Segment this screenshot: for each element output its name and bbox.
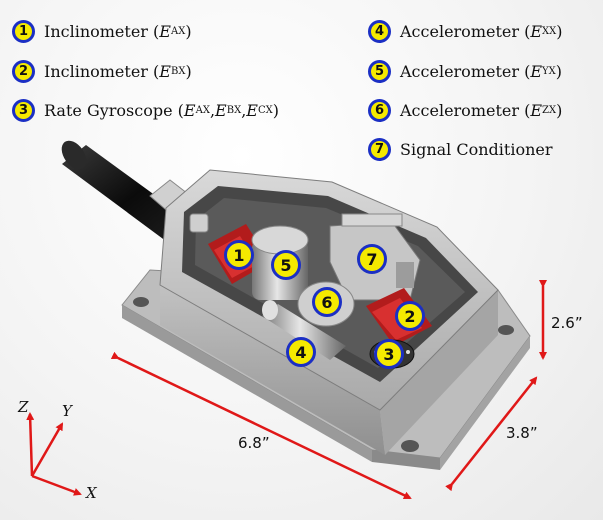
legend-open-paren: ( bbox=[177, 101, 184, 120]
legend-close-paren: ) bbox=[272, 101, 279, 120]
legend-open-paren: ( bbox=[524, 62, 531, 81]
length-label: 6.8” bbox=[238, 434, 270, 452]
variable-symbol: E bbox=[530, 22, 543, 41]
accelerometer-x-cylinder bbox=[262, 300, 346, 360]
variable-subscript: YX bbox=[542, 66, 556, 77]
legend-label: Accelerometer bbox=[400, 101, 519, 120]
variable-symbol: E bbox=[183, 101, 196, 120]
legend-label: Accelerometer bbox=[400, 22, 519, 41]
component-marker-3: 3 bbox=[374, 339, 404, 369]
variable-subscript: AX bbox=[195, 105, 210, 116]
variable-symbol: E bbox=[530, 101, 543, 120]
width-arrow bbox=[445, 376, 538, 492]
variable-subscript: AX bbox=[170, 26, 186, 37]
length-arrow bbox=[110, 351, 412, 500]
y-axis-arrow bbox=[30, 422, 64, 477]
variable-subscript: ZX bbox=[542, 105, 557, 116]
legend-open-paren: ( bbox=[524, 101, 531, 120]
legend-item-7: 7 Signal Conditioner bbox=[368, 138, 553, 161]
legend-open-paren: ( bbox=[153, 22, 160, 41]
legend-open-paren: ( bbox=[524, 22, 531, 41]
component-marker-4: 4 bbox=[286, 337, 316, 367]
variable-subscript: BX bbox=[226, 105, 242, 116]
z-axis-label: Z bbox=[18, 398, 29, 416]
component-marker-7: 7 bbox=[357, 244, 387, 274]
variable-symbol: E bbox=[215, 101, 227, 120]
legend-label: Inclinometer bbox=[44, 22, 148, 41]
variable-symbol: E bbox=[159, 22, 171, 41]
legend-badge: 3 bbox=[12, 99, 35, 122]
component-marker-2: 2 bbox=[395, 301, 425, 331]
legend-label: Signal Conditioner bbox=[400, 140, 553, 159]
legend-label: Accelerometer bbox=[400, 62, 519, 81]
y-axis-label: Y bbox=[62, 402, 72, 420]
legend-close-paren: ) bbox=[185, 62, 192, 81]
z-axis-arrow bbox=[26, 412, 35, 477]
legend-close-paren: ) bbox=[555, 62, 563, 81]
legend-badge: 1 bbox=[12, 20, 35, 43]
component-marker-1: 1 bbox=[224, 240, 254, 270]
legend-badge: 4 bbox=[368, 20, 391, 43]
width-label: 3.8” bbox=[506, 424, 538, 442]
legend-close-paren: ) bbox=[556, 22, 563, 41]
variable-subscript: XX bbox=[542, 26, 557, 37]
legend-label: Rate Gyroscope bbox=[44, 101, 173, 120]
variable-symbol: E bbox=[159, 62, 171, 81]
variable-symbol: E bbox=[530, 62, 543, 81]
legend-label: Inclinometer bbox=[44, 62, 148, 81]
variable-subscript: CX bbox=[257, 105, 273, 116]
component-marker-5: 5 bbox=[271, 250, 301, 280]
component-marker-6: 6 bbox=[312, 287, 342, 317]
legend-close-paren: ) bbox=[185, 22, 192, 41]
legend-badge: 2 bbox=[12, 60, 35, 83]
variable-symbol: E bbox=[246, 101, 258, 120]
legend-badge: 5 bbox=[368, 60, 391, 83]
variable-subscript: BX bbox=[170, 66, 186, 77]
mounting-bolt bbox=[189, 213, 209, 233]
legend-close-paren: ) bbox=[556, 101, 563, 120]
legend-open-paren: ( bbox=[153, 62, 160, 81]
x-axis-label: X bbox=[86, 484, 97, 502]
x-axis-arrow bbox=[31, 474, 82, 496]
height-label: 2.6” bbox=[551, 314, 583, 332]
legend-badge: 7 bbox=[368, 138, 391, 161]
legend-badge: 6 bbox=[368, 99, 391, 122]
